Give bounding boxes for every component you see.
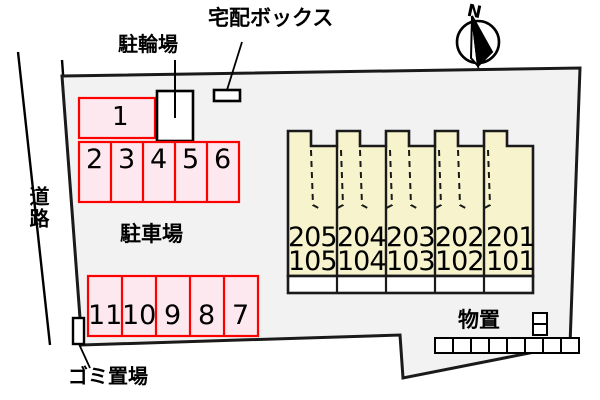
apartment-building bbox=[286, 129, 535, 295]
parking-stall-2[interactable]: 2 bbox=[86, 144, 104, 175]
road-label: 道路 bbox=[26, 186, 50, 230]
parking-space-1[interactable] bbox=[77, 96, 157, 140]
garbage-bin-icon bbox=[71, 316, 91, 369]
garbage-area-label: ゴミ置場 bbox=[68, 364, 148, 388]
parking-stall-4[interactable]: 4 bbox=[150, 144, 168, 175]
parking-stall-7[interactable]: 7 bbox=[232, 300, 250, 331]
parking-stall-3[interactable]: 3 bbox=[118, 144, 136, 175]
parking-lot-label: 駐車場 bbox=[120, 222, 183, 246]
parking-stall-5[interactable]: 5 bbox=[182, 144, 200, 175]
unit-201[interactable]: 201 bbox=[486, 222, 536, 253]
storage-label: 物置 bbox=[458, 308, 500, 332]
parking-stall-11[interactable]: 11 bbox=[88, 300, 123, 331]
bicycle-shed-icon bbox=[155, 60, 195, 143]
unit-205[interactable]: 205 bbox=[288, 222, 338, 253]
delivery-box-label: 宅配ボックス bbox=[208, 6, 334, 30]
unit-103[interactable]: 103 bbox=[386, 246, 436, 277]
unit-105[interactable]: 105 bbox=[288, 246, 338, 277]
delivery-box-icon bbox=[212, 41, 243, 103]
parking-stall-9[interactable]: 9 bbox=[164, 300, 182, 331]
parking-row-upper[interactable] bbox=[77, 140, 241, 204]
unit-104[interactable]: 104 bbox=[337, 246, 387, 277]
unit-203[interactable]: 203 bbox=[386, 222, 436, 253]
storage-units-icon bbox=[434, 312, 580, 354]
parking-row-lower[interactable] bbox=[86, 274, 260, 338]
parking-stall-10[interactable]: 10 bbox=[122, 300, 157, 331]
unit-102[interactable]: 102 bbox=[435, 246, 485, 277]
parking-stall-6[interactable]: 6 bbox=[214, 144, 232, 175]
compass-north-icon bbox=[455, 15, 501, 70]
parking-stall-8[interactable]: 8 bbox=[198, 300, 216, 331]
parking-stall-1[interactable]: 1 bbox=[112, 102, 129, 132]
unit-101[interactable]: 101 bbox=[486, 246, 536, 277]
bicycle-parking-label: 駐輪場 bbox=[118, 32, 178, 56]
unit-204[interactable]: 204 bbox=[337, 222, 387, 253]
unit-202[interactable]: 202 bbox=[435, 222, 485, 253]
